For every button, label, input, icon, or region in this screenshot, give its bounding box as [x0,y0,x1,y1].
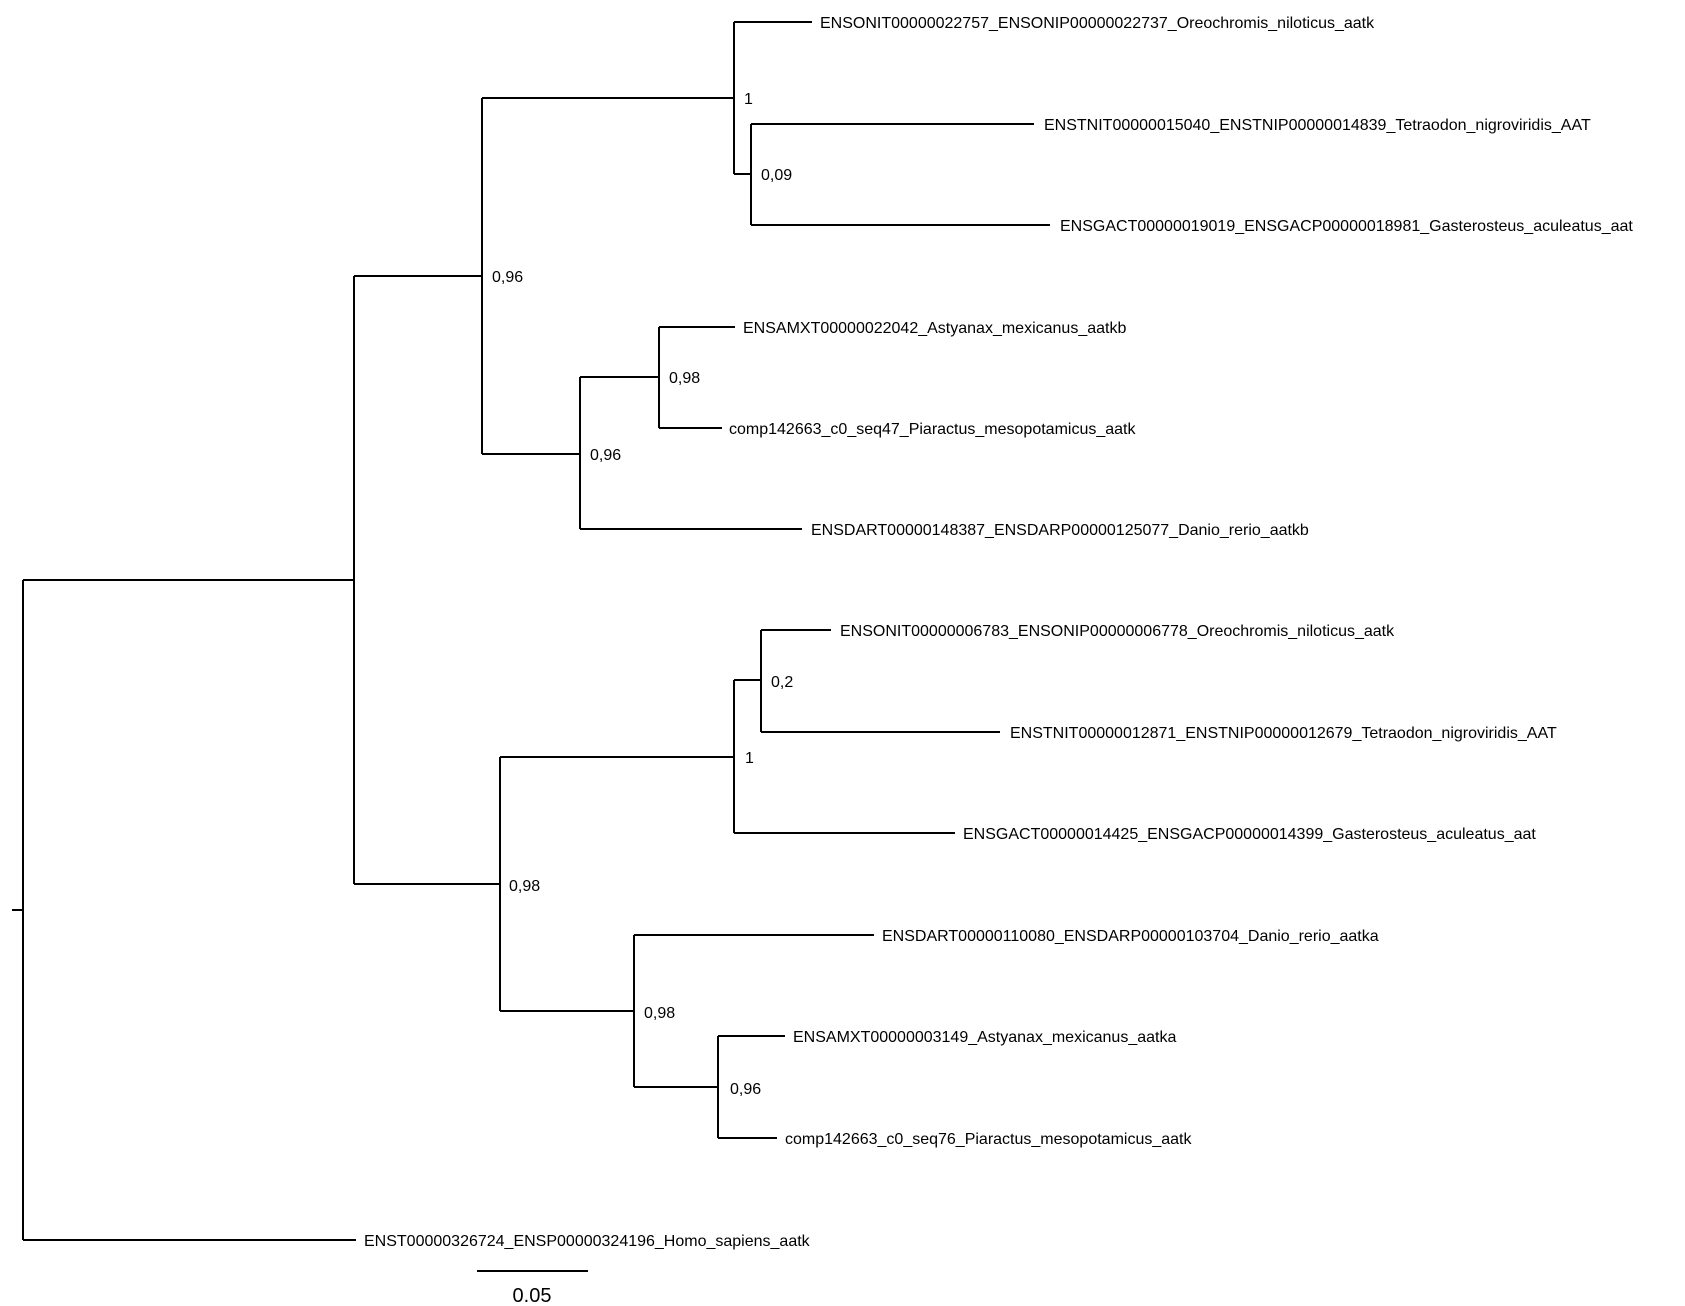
leaf-label: ENSGACT00000019019_ENSGACP00000018981_Ga… [1060,218,1633,235]
support-value: 0,96 [730,1081,761,1098]
support-value: 0,09 [761,167,792,184]
support-value: 0,98 [509,878,540,895]
support-value: 0,98 [669,370,700,387]
leaf-label: ENSONIT00000022757_ENSONIP00000022737_Or… [820,15,1375,32]
leaf-label: comp142663_c0_seq76_Piaractus_mesopotami… [785,1131,1192,1148]
leaf-label: ENSTNIT00000012871_ENSTNIP00000012679_Te… [1010,725,1557,742]
support-value: 0,2 [771,674,793,691]
scale-bar-label: 0.05 [513,1285,552,1306]
leaf-label: ENSGACT00000014425_ENSGACP00000014399_Ga… [963,826,1536,843]
support-value: 0,98 [644,1005,675,1022]
leaf-label: ENSDART00000110080_ENSDARP00000103704_Da… [882,928,1379,945]
leaf-label: ENSDART00000148387_ENSDARP00000125077_Da… [811,522,1309,539]
leaf-label: ENST00000326724_ENSP00000324196_Homo_sap… [364,1233,811,1250]
leaf-label: ENSONIT00000006783_ENSONIP00000006778_Or… [840,623,1395,640]
leaf-label: ENSTNIT00000015040_ENSTNIP00000014839_Te… [1044,117,1591,134]
leaf-label: comp142663_c0_seq47_Piaractus_mesopotami… [729,421,1136,438]
support-value: 1 [744,91,753,108]
leaf-label: ENSAMXT00000003149_Astyanax_mexicanus_aa… [793,1029,1176,1046]
support-value: 1 [745,750,754,767]
support-value: 0,96 [590,447,621,464]
support-value: 0,96 [492,269,523,286]
leaf-label: ENSAMXT00000022042_Astyanax_mexicanus_aa… [743,320,1126,337]
